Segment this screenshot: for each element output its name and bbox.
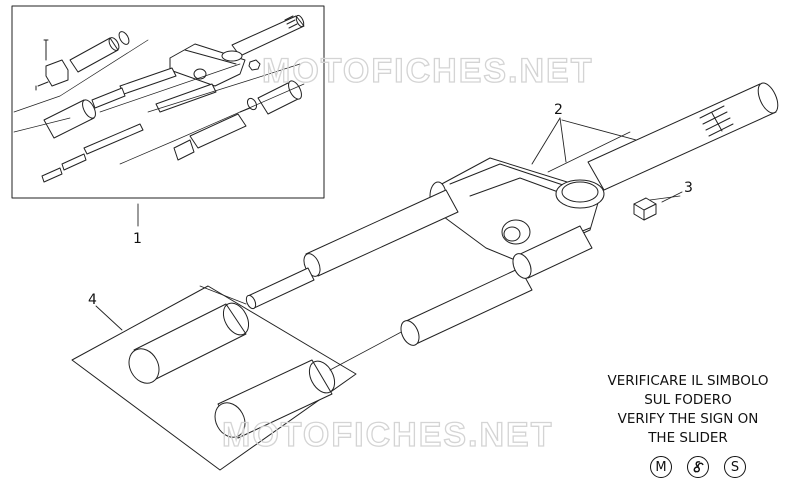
note-line-4: THE SLIDER	[648, 430, 728, 446]
callout-3: 3	[684, 180, 693, 196]
slider-symbols: M S	[650, 456, 746, 482]
callout-1: 1	[133, 231, 142, 247]
inset-nut	[248, 59, 261, 71]
dust-cover-left	[128, 302, 250, 384]
inset-clamp	[35, 39, 69, 91]
note-line-3: VERIFY THE SIGN ON	[617, 411, 759, 427]
leader-2c	[559, 117, 567, 163]
symbol-m-label: M	[655, 459, 667, 475]
inset-right-stanchion	[155, 83, 217, 113]
inset-fork-crown	[169, 43, 246, 87]
dust-cover-right	[214, 359, 336, 439]
watermark-bottom: MOTOFICHES.NET	[222, 416, 554, 454]
symbol-m-icon: M	[650, 456, 672, 478]
callout-2: 2	[554, 102, 563, 118]
inset-steerer-tube	[231, 14, 305, 57]
symbol-s-icon: S	[724, 456, 746, 478]
dust-cover-frame	[71, 285, 357, 471]
leader-3	[661, 191, 683, 203]
symbol-s-label: S	[730, 459, 740, 475]
leader-4	[95, 305, 123, 331]
note-line-2: SUL FODERO	[644, 392, 732, 408]
inset-left-stanchion	[91, 67, 177, 109]
inset-slider-rod	[41, 123, 144, 183]
symbol-swirl-icon	[687, 456, 709, 478]
left-stanchion	[245, 189, 459, 310]
inset-guide-lines	[13, 39, 305, 165]
right-stanchion	[400, 225, 593, 346]
nut	[633, 197, 657, 221]
note-line-1: VERIFICARE IL SIMBOLO	[607, 373, 769, 389]
slider-sign-note: VERIFICARE IL SIMBOLO SUL FODERO VERIFY …	[590, 372, 786, 448]
inset-frame	[11, 5, 325, 199]
callout-4: 4	[88, 292, 97, 308]
leader-2a	[531, 117, 561, 165]
watermark-top: MOTOFICHES.NET	[262, 52, 594, 90]
leader-2b	[561, 119, 637, 141]
inset-upper-sleeve	[69, 31, 130, 73]
inset-lower-sleeve-left	[43, 99, 96, 139]
steerer-tube	[587, 82, 779, 191]
leader-lines	[95, 117, 683, 331]
inset-slider-body	[173, 107, 251, 161]
